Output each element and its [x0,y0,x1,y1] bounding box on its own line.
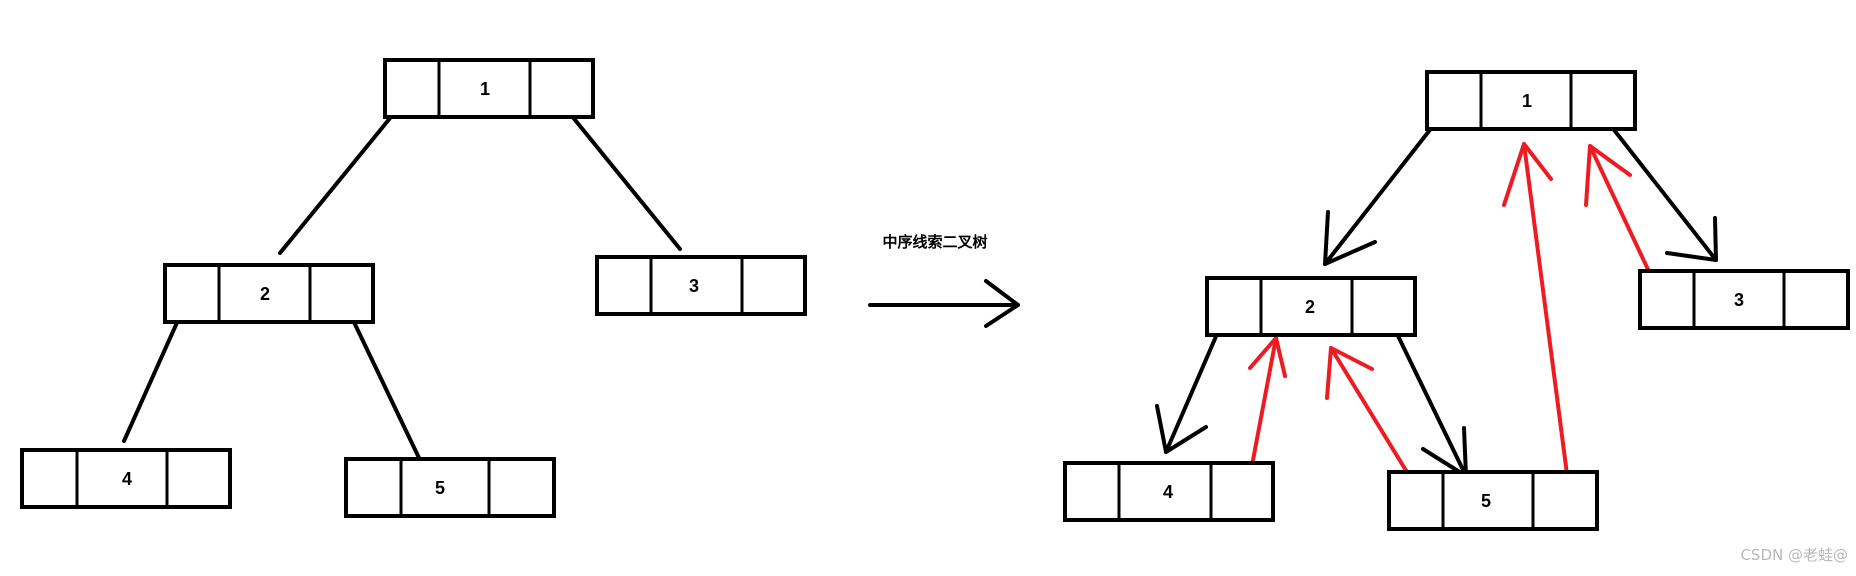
pointer-arrow [1598,110,1718,262]
node-label: 3 [689,276,699,296]
node-label: 4 [122,469,132,489]
node-label: 2 [1305,297,1315,317]
node-label: 5 [435,478,445,498]
node-label: 1 [1522,91,1532,111]
node-box: 5 [344,457,556,518]
node-label: 5 [1481,491,1491,511]
node-box: 1 [383,58,595,119]
node-box: 3 [1638,269,1850,330]
left-tree: 1 2 3 4 5 [20,58,807,518]
node-box: 5 [1387,470,1599,531]
node-box: 4 [20,448,232,509]
watermark-label: CSDN @老蛙@ [1740,546,1848,564]
node-label: 3 [1734,290,1744,310]
node-box: 1 [1425,70,1637,131]
node-box: 2 [163,263,375,324]
node-label: 4 [1163,482,1173,502]
pointer-arrow [1323,115,1442,266]
node-box: 2 [1205,276,1417,337]
edge-1-3 [556,97,682,251]
node-label: 1 [480,79,490,99]
thread-arrow [1502,142,1573,507]
node-box: 4 [1063,461,1275,522]
transform-arrow [868,279,1020,328]
edge-1-2 [278,99,406,255]
node-label: 2 [260,284,270,304]
right-tree: 1 2 3 4 5 [1063,70,1850,531]
node-box: 3 [595,255,807,316]
caption-label: 中序线索二叉树 [882,233,987,251]
